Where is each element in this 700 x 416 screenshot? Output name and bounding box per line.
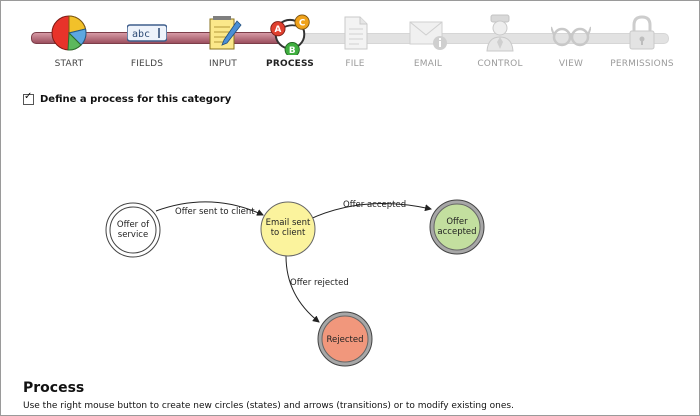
inspector-icon [486, 14, 514, 52]
transition-arrow-offer-rejected[interactable] [285, 255, 320, 323]
define-process-row: ✓ Define a process for this category [23, 90, 232, 106]
process-badge-c: C [299, 18, 305, 28]
wizard-step-label: START [54, 59, 84, 69]
wizard-step-permissions[interactable]: PERMISSIONS [600, 7, 684, 77]
pie-chart-icon [51, 15, 87, 51]
wizard-step-start[interactable]: START [27, 7, 111, 77]
wizard-step-input[interactable]: INPUT [181, 7, 265, 77]
wizard-step-file[interactable]: FILE [313, 7, 397, 77]
wizard-step-control[interactable]: CONTROL [458, 7, 542, 77]
wizard-step-process[interactable]: A C B PROCESS [248, 7, 332, 77]
section-title: Process [23, 380, 85, 396]
state-offer-of-service[interactable]: Offer of service [105, 202, 161, 258]
checkmark-icon: ✓ [24, 90, 33, 102]
wizard-step-email[interactable]: EMAIL [386, 7, 470, 77]
state-label-line: Email sent [266, 218, 311, 228]
state-label-line: to client [271, 228, 306, 238]
glasses-icon [551, 26, 591, 47]
process-states-icon: A C B [270, 14, 310, 55]
process-badge-a: A [274, 25, 281, 35]
state-offer-accepted[interactable]: Offer accepted [429, 199, 485, 255]
help-text: Use the right mouse button to create new… [23, 401, 514, 411]
define-process-checkbox[interactable]: ✓ [23, 90, 34, 105]
wizard-step-label: CONTROL [477, 59, 523, 69]
wizard-step-label: PROCESS [266, 59, 314, 69]
state-label-line: service [118, 230, 148, 240]
wizard-step-label: PERMISSIONS [610, 59, 674, 69]
wizard-step-label: INPUT [209, 59, 237, 69]
process-diagram-canvas[interactable]: Offer sent to client Offer accepted Offe… [1, 111, 699, 373]
wizard-step-view[interactable]: VIEW [529, 7, 613, 77]
define-process-label: Define a process for this category [40, 93, 232, 105]
process-badge-b: B [289, 46, 296, 55]
wizard-step-label: FIELDS [130, 59, 164, 69]
padlock-icon [629, 15, 655, 50]
state-email-sent-to-client[interactable]: Email sent to client [260, 201, 316, 257]
abc-text: abc [132, 29, 150, 40]
email-info-icon [409, 21, 447, 50]
wizard-step-label: VIEW [558, 59, 584, 69]
transition-label-offer-sent[interactable]: Offer sent to client [175, 207, 255, 217]
wizard-step-fields[interactable]: abc FIELDS [105, 7, 189, 77]
document-icon [344, 16, 368, 50]
state-rejected[interactable]: Rejected [317, 311, 373, 367]
wizard-step-label: FILE [345, 59, 365, 69]
state-label-line: Rejected [327, 335, 364, 345]
transition-arrow-offer-accepted[interactable] [307, 203, 432, 221]
transition-arrow-offer-sent[interactable] [155, 201, 264, 216]
transition-label-offer-rejected[interactable]: Offer rejected [290, 278, 349, 288]
transition-label-offer-accepted[interactable]: Offer accepted [343, 200, 406, 210]
state-label-line: Offer [446, 217, 468, 227]
state-label-line: Offer of [117, 220, 150, 230]
wizard-steps-bar: START abc FIELDS INPUT [1, 1, 699, 81]
wizard-step-label: EMAIL [413, 59, 443, 69]
notepad-pencil-icon [209, 16, 242, 50]
state-label-line: accepted [437, 227, 476, 237]
text-field-icon: abc [127, 24, 167, 42]
